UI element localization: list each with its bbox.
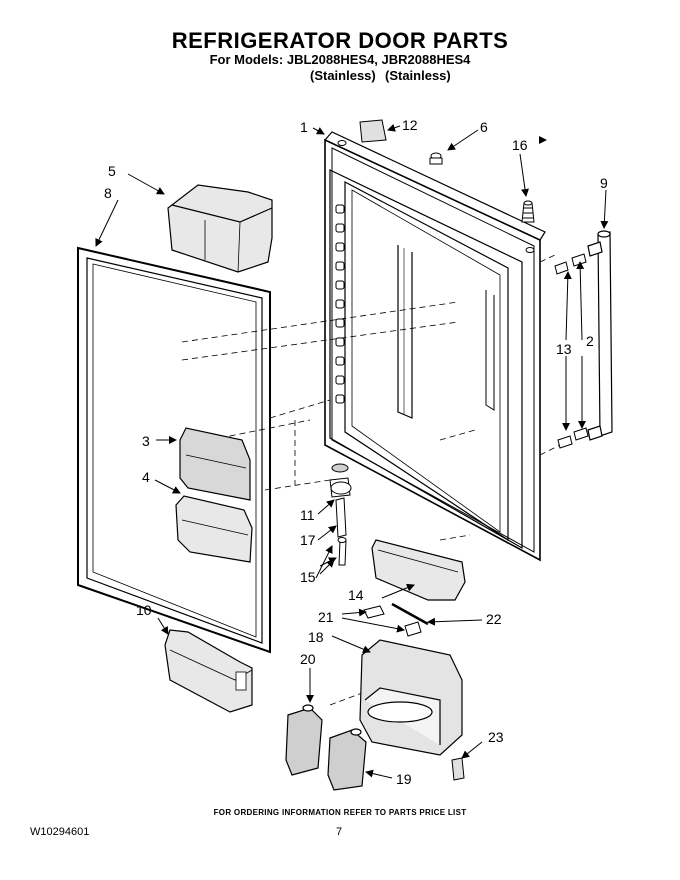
door-liner [324, 131, 546, 562]
document-number: W10294601 [30, 826, 90, 838]
door-bin-lower [164, 629, 253, 713]
finish-label-right: (Stainless) [385, 68, 451, 83]
door-bin-middle [371, 539, 466, 601]
dispenser-housing [359, 639, 463, 756]
callout-15: 15 [300, 569, 316, 585]
callout-22: 22 [486, 611, 502, 627]
shelf-stud-row [335, 204, 345, 404]
handle-mounting-screws [554, 253, 589, 449]
dispenser-actuator [329, 463, 352, 566]
hinge-bushing [521, 200, 535, 223]
butter-compartment-door [179, 427, 251, 501]
dispenser-cover-right [327, 728, 367, 791]
page-number: 7 [336, 826, 343, 838]
callout-6: 6 [480, 119, 488, 135]
door-gasket [77, 246, 271, 654]
callout-1: 1 [300, 119, 308, 135]
leader-lines-multi [306, 261, 586, 779]
callout-12: 12 [402, 117, 418, 133]
callout-14: 14 [348, 587, 364, 603]
door-bin-upper [167, 184, 273, 273]
callout-20: 20 [300, 651, 316, 667]
callout-8: 8 [104, 185, 112, 201]
callout-18: 18 [308, 629, 324, 645]
door-handle [587, 230, 613, 441]
dispenser-cover-left [285, 704, 323, 776]
leader-arrows [95, 123, 609, 635]
callout-21: 21 [318, 609, 334, 625]
small-clip [451, 757, 465, 781]
finish-label-left: (Stainless) [310, 68, 376, 83]
butter-compartment [175, 495, 253, 563]
callout-9: 9 [600, 175, 608, 191]
callout-2: 2 [586, 333, 594, 349]
callout-11: 11 [300, 507, 315, 523]
door-screw [429, 152, 443, 165]
callout-10: 10 [136, 602, 152, 618]
callout-labels: 1 12 6 16 9 5 8 3 4 10 11 17 15 14 13 2 … [104, 117, 608, 787]
model-list: For Models: JBL2088HES4, JBR2088HES4 [209, 52, 471, 67]
callout-3: 3 [142, 433, 150, 449]
callout-13: 13 [556, 341, 572, 357]
callout-4: 4 [142, 469, 150, 485]
callout-23: 23 [488, 729, 504, 745]
callout-16: 16 [512, 137, 528, 153]
callout-19: 19 [396, 771, 412, 787]
callout-17: 17 [300, 532, 316, 548]
actuator-linkage [363, 602, 429, 637]
callout-5: 5 [108, 163, 116, 179]
page-title: REFRIGERATOR DOOR PARTS [171, 28, 509, 53]
ordering-note: FOR ORDERING INFORMATION REFER TO PARTS … [213, 808, 467, 817]
door-plug [359, 119, 387, 143]
